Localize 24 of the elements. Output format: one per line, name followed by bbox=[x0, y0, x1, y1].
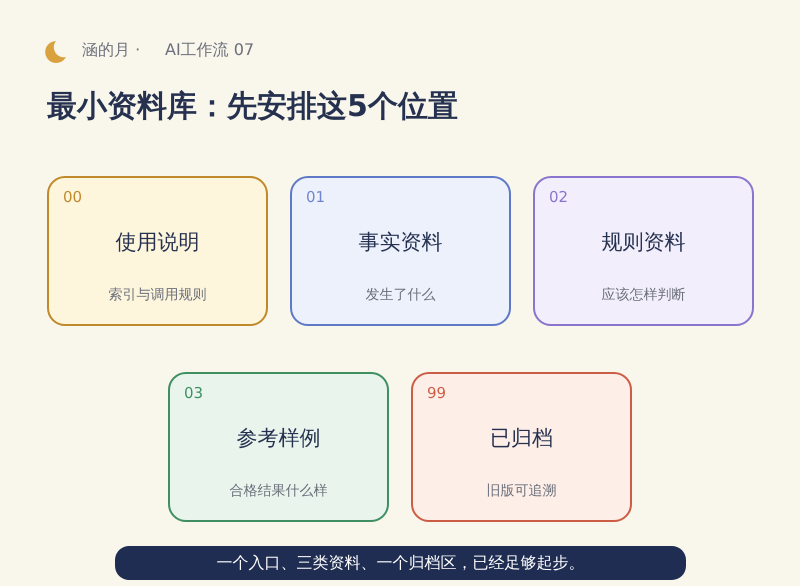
card bbox=[168, 372, 389, 522]
card-number: 00 bbox=[63, 188, 82, 206]
card bbox=[411, 372, 632, 522]
card-subtitle: 应该怎样判断 bbox=[600, 286, 686, 304]
card-title: 规则资料 bbox=[600, 229, 686, 256]
card bbox=[290, 176, 511, 326]
card-subtitle: 索引与调用规则 bbox=[108, 286, 208, 304]
header-text: 涵的月 · bbox=[82, 40, 140, 61]
card-title: 事实资料 bbox=[358, 229, 444, 256]
title: 最小资料库：先安排这5个位置 bbox=[47, 88, 458, 126]
card-subtitle: 发生了什么 bbox=[364, 286, 436, 304]
header-text: AI工作流 07 bbox=[165, 40, 254, 61]
card-number: 02 bbox=[549, 188, 568, 206]
card-subtitle: 旧版可追溯 bbox=[486, 482, 558, 500]
card bbox=[533, 176, 754, 326]
card-number: 99 bbox=[427, 384, 446, 402]
card-title: 使用说明 bbox=[114, 229, 200, 256]
card-title: 已归档 bbox=[489, 425, 554, 452]
card bbox=[47, 176, 268, 326]
card-number: 03 bbox=[184, 384, 204, 402]
summary-banner: 一个入口、三类资料、一个归档区，已经足够起步。 bbox=[115, 546, 686, 580]
card-title: 参考样例 bbox=[236, 425, 322, 452]
card-number: 01 bbox=[306, 188, 326, 206]
card-subtitle: 合格结果什么样 bbox=[228, 482, 328, 500]
